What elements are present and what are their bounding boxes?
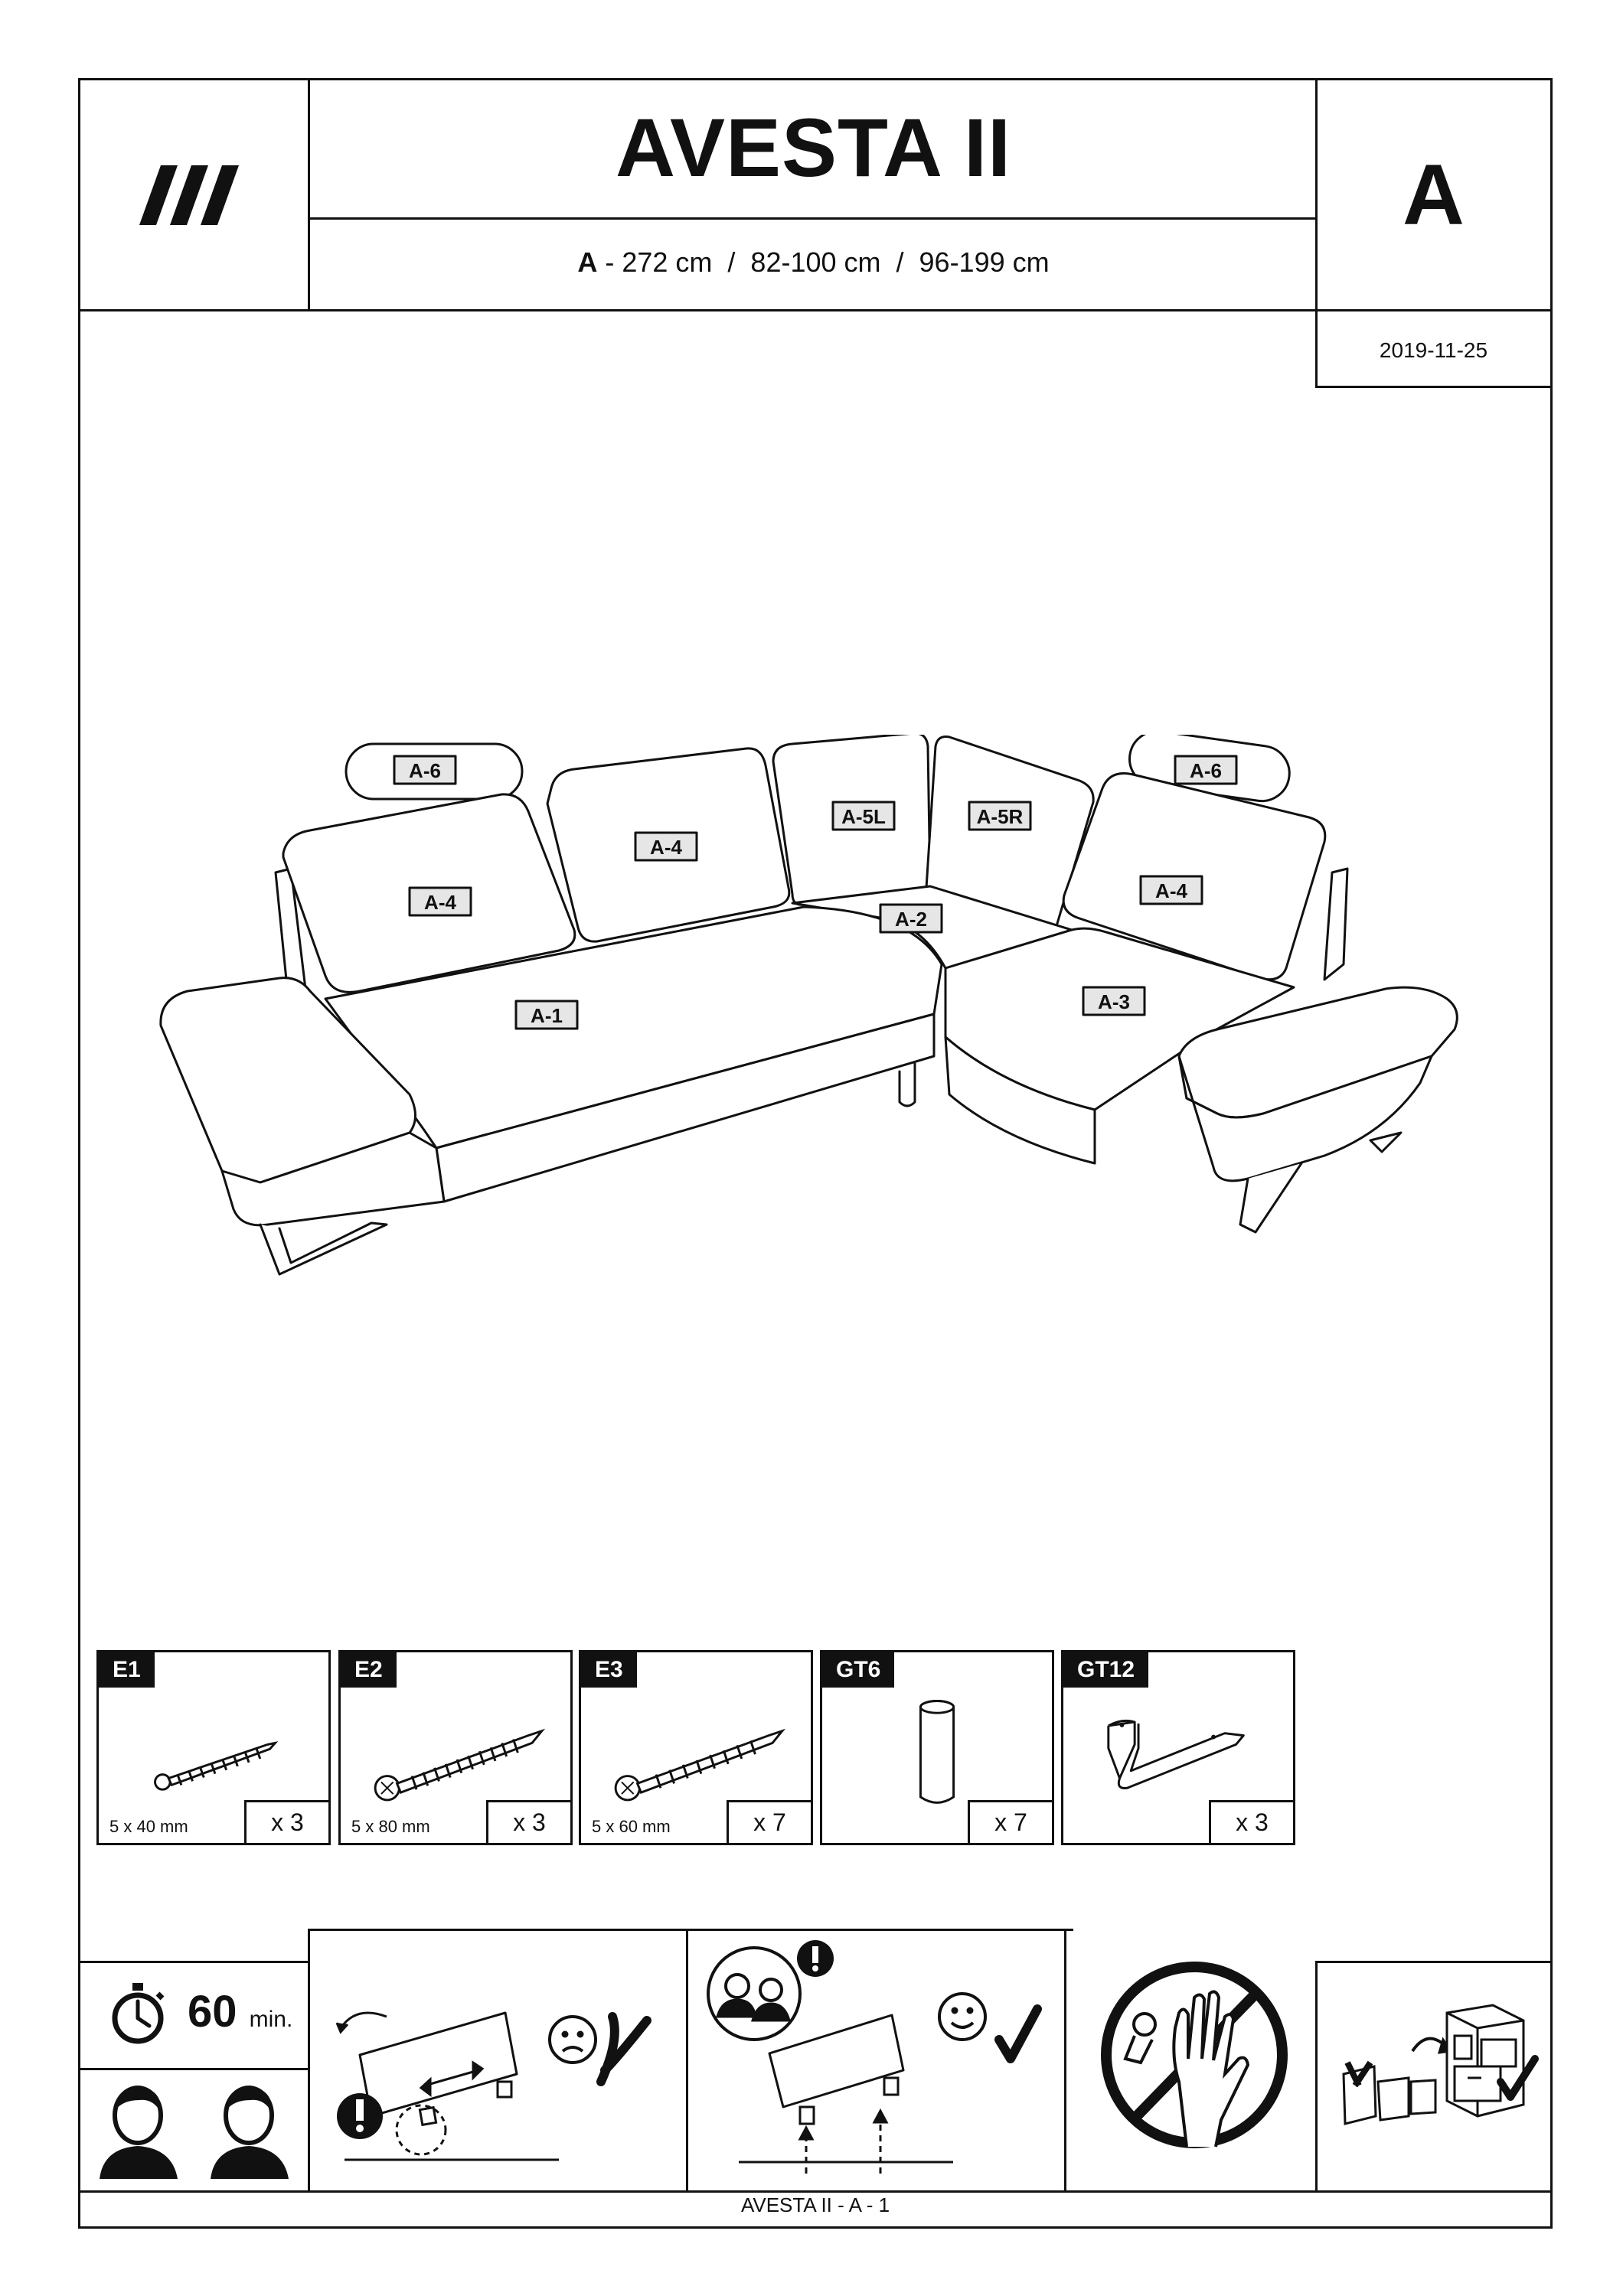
brand-logo-icon <box>139 165 239 225</box>
screw-medium-icon <box>614 1728 786 1802</box>
part-spec: 5 x 80 mm <box>351 1817 430 1836</box>
label-a1: A-1 <box>531 1004 563 1027</box>
part-card-e3: E3 5 x 60 mm x 7 <box>579 1650 813 1845</box>
part-qty: x 3 <box>244 1800 328 1843</box>
label-a6-right: A-6 <box>1190 759 1222 782</box>
label-a2: A-2 <box>895 908 927 931</box>
part-code: E3 <box>581 1652 637 1688</box>
info-divider-2 <box>686 1929 688 2193</box>
info-time-rule <box>78 2068 310 2070</box>
info-strip-top-middle <box>308 1929 1073 1931</box>
no-children-icon <box>1101 1962 1288 2148</box>
info-divider-1 <box>308 1929 310 2193</box>
packaging-storage-icon <box>1342 2004 1539 2125</box>
info-divider-3 <box>1064 1929 1066 2193</box>
label-a3: A-3 <box>1098 990 1130 1013</box>
part-spec: 5 x 60 mm <box>592 1817 671 1836</box>
date-box-rule <box>1315 386 1553 388</box>
cylinder-leg-icon <box>919 1700 955 1804</box>
part-code: GT12 <box>1063 1652 1149 1688</box>
info-strip-top-left <box>78 1961 310 1963</box>
label-a5r: A-5R <box>977 805 1024 828</box>
wrong-lifting-illustration <box>335 2011 651 2161</box>
two-persons-icon <box>100 2086 289 2179</box>
assembly-time-unit: min. <box>249 2007 293 2032</box>
page-title: AVESTA II <box>615 101 1012 194</box>
part-code: GT6 <box>822 1652 895 1688</box>
label-a5l: A-5L <box>841 805 886 828</box>
header-title-rule <box>308 217 1315 220</box>
header-divider-right <box>1315 78 1318 388</box>
metal-bracket-leg-icon <box>1107 1719 1245 1789</box>
part-code: E1 <box>99 1652 155 1688</box>
footer-rule <box>78 2190 1553 2193</box>
part-card-e1: E1 5 x 40 mm x 3 <box>96 1650 331 1845</box>
correct-lifting-illustration <box>707 1940 1042 2174</box>
part-code: E2 <box>341 1652 397 1688</box>
back-cushion-corner-right <box>925 735 1095 928</box>
part-qty: x 3 <box>486 1800 570 1843</box>
version-letter: A <box>1403 147 1465 243</box>
label-a4-right: A-4 <box>1155 879 1187 902</box>
part-card-gt6: GT6 x 7 <box>820 1650 1054 1845</box>
footer-page-label: AVESTA II - A - 1 <box>740 2193 890 2216</box>
assembly-time: 60 min. <box>188 1986 292 2037</box>
part-card-e2: E2 5 x 80 mm x 3 <box>338 1650 573 1845</box>
part-qty: x 3 <box>1209 1800 1293 1843</box>
page-frame <box>78 78 1553 2229</box>
label-a4-left: A-4 <box>424 891 456 914</box>
label-a6-left: A-6 <box>409 759 441 782</box>
info-strip-top-right <box>1315 1961 1553 1963</box>
header-divider-left <box>308 78 310 311</box>
part-qty: x 7 <box>968 1800 1052 1843</box>
sofa-illustration: A-6 A-6 A-4 A-4 A-4 A-5L A-5R A-2 A-1 A-… <box>159 735 1458 1276</box>
part-qty: x 7 <box>727 1800 811 1843</box>
part-card-gt12: GT12 x 3 <box>1061 1650 1295 1845</box>
dimensions-prefix: A <box>577 246 598 278</box>
part-spec: 5 x 40 mm <box>109 1817 188 1836</box>
header-bottom-rule <box>78 309 1553 311</box>
stopwatch-icon <box>112 1983 165 2044</box>
info-divider-4 <box>1315 1961 1318 2193</box>
assembly-time-value: 60 <box>188 1987 237 2037</box>
dimensions-values: - 272 cm / 82-100 cm / 96-199 cm <box>597 246 1050 278</box>
screw-long-icon <box>374 1728 546 1802</box>
dimensions-line: A - 272 cm / 82-100 cm / 96-199 cm <box>310 246 1317 279</box>
label-a4-middle: A-4 <box>650 836 682 859</box>
document-date: 2019-11-25 <box>1379 338 1488 362</box>
screw-small-icon <box>154 1741 279 1791</box>
